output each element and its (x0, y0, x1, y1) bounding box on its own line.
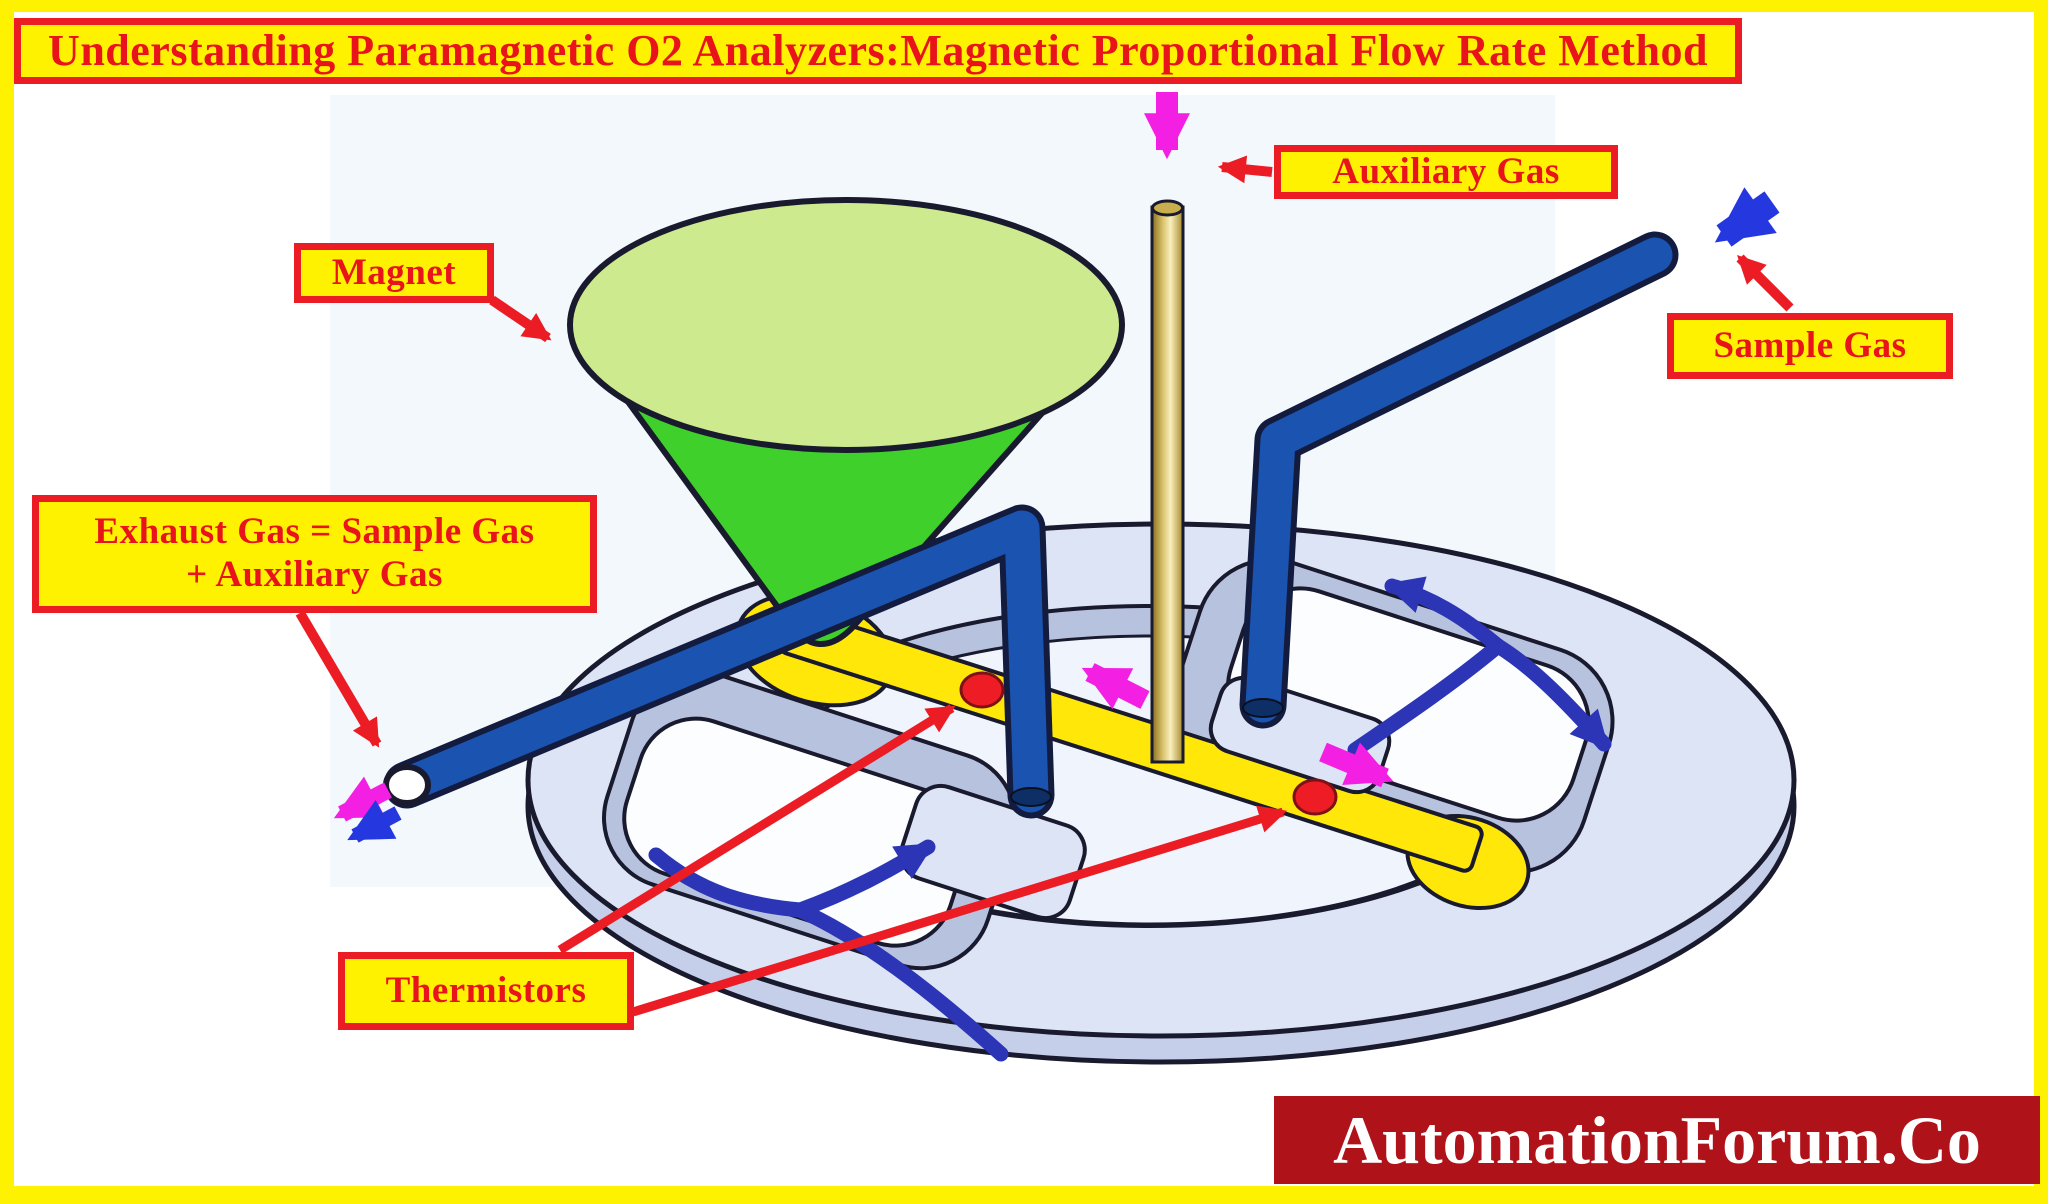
thermistor1-pointer-line (557, 704, 956, 954)
exhaust-pointer-arrow (295, 610, 382, 748)
flow-split-arrow (1347, 576, 1612, 758)
thermistor2-pointer-line (631, 805, 1288, 1017)
exhaust-gas-outlet-tube (383, 504, 1055, 819)
magnet-cone (567, 197, 1125, 647)
channel-flow-arrows (1081, 92, 1394, 788)
label-exhaust-gas: Exhaust Gas = Sample Gas + Auxiliary Gas (32, 495, 597, 613)
thermistor-1 (959, 671, 1005, 709)
label-auxiliary-gas: Auxiliary Gas (1274, 145, 1618, 199)
label-exhaust-line2: + Auxiliary Gas (186, 554, 443, 595)
auxiliary-pointer-arrow (1217, 155, 1273, 184)
page-title: Understanding Paramagnetic O2 Analyzers:… (14, 18, 1742, 84)
flow-merge-arrow (648, 839, 1009, 1062)
annotation-arrows (295, 155, 1794, 1017)
exhaust-pipe-opening (383, 764, 431, 806)
label-thermistors: Thermistors (338, 952, 634, 1030)
sample-pointer-arrow (1736, 254, 1794, 312)
sample-gas-inlet-tube (1239, 231, 1679, 729)
auxiliary-gas-inlet-rod (1150, 199, 1185, 764)
magnet-pointer-arrow (489, 295, 552, 343)
label-magnet: Magnet (294, 243, 494, 303)
thermistor-2 (1292, 778, 1338, 816)
label-exhaust-line1: Exhaust Gas = Sample Gas (94, 511, 535, 553)
channel-flow-arrow-right (1319, 742, 1394, 788)
exhaust-out-arrows (333, 776, 402, 843)
label-sample-gas: Sample Gas (1667, 313, 1953, 379)
sample-gas-in-arrow (1714, 187, 1780, 247)
watermark-automationforum: AutomationForum.Co (1274, 1096, 2040, 1184)
channel-flow-arrow-left (1081, 663, 1150, 710)
